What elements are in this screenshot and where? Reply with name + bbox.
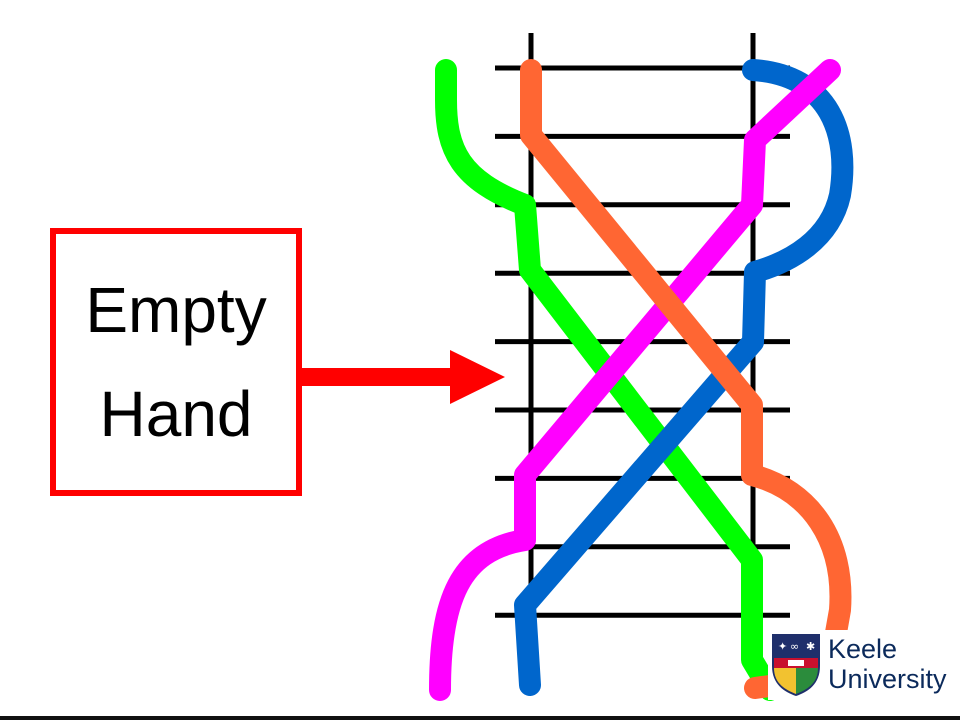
green-strand bbox=[435, 59, 781, 701]
label-line-1: Empty bbox=[85, 274, 267, 346]
magenta-strand bbox=[429, 59, 841, 701]
svg-text:∞: ∞ bbox=[790, 640, 799, 653]
keele-university-logo: ✦ ∞ ✱ Keele University bbox=[768, 630, 948, 700]
orange-strand bbox=[520, 59, 852, 699]
university-shield-icon: ✦ ∞ ✱ bbox=[772, 634, 820, 696]
logo-line-2: University bbox=[828, 664, 947, 694]
arrow-shaft bbox=[302, 368, 457, 386]
bottom-border bbox=[0, 716, 960, 720]
pointer-arrow bbox=[302, 350, 505, 404]
logo-wordmark: Keele University bbox=[828, 634, 947, 694]
svg-text:✱: ✱ bbox=[806, 640, 815, 653]
empty-hand-label-box: Empty Hand bbox=[50, 228, 302, 496]
label-line-2: Hand bbox=[99, 378, 253, 450]
blue-strand bbox=[514, 59, 854, 696]
svg-text:✦: ✦ bbox=[778, 640, 787, 653]
arrow-head bbox=[450, 350, 505, 404]
logo-line-1: Keele bbox=[828, 634, 898, 664]
